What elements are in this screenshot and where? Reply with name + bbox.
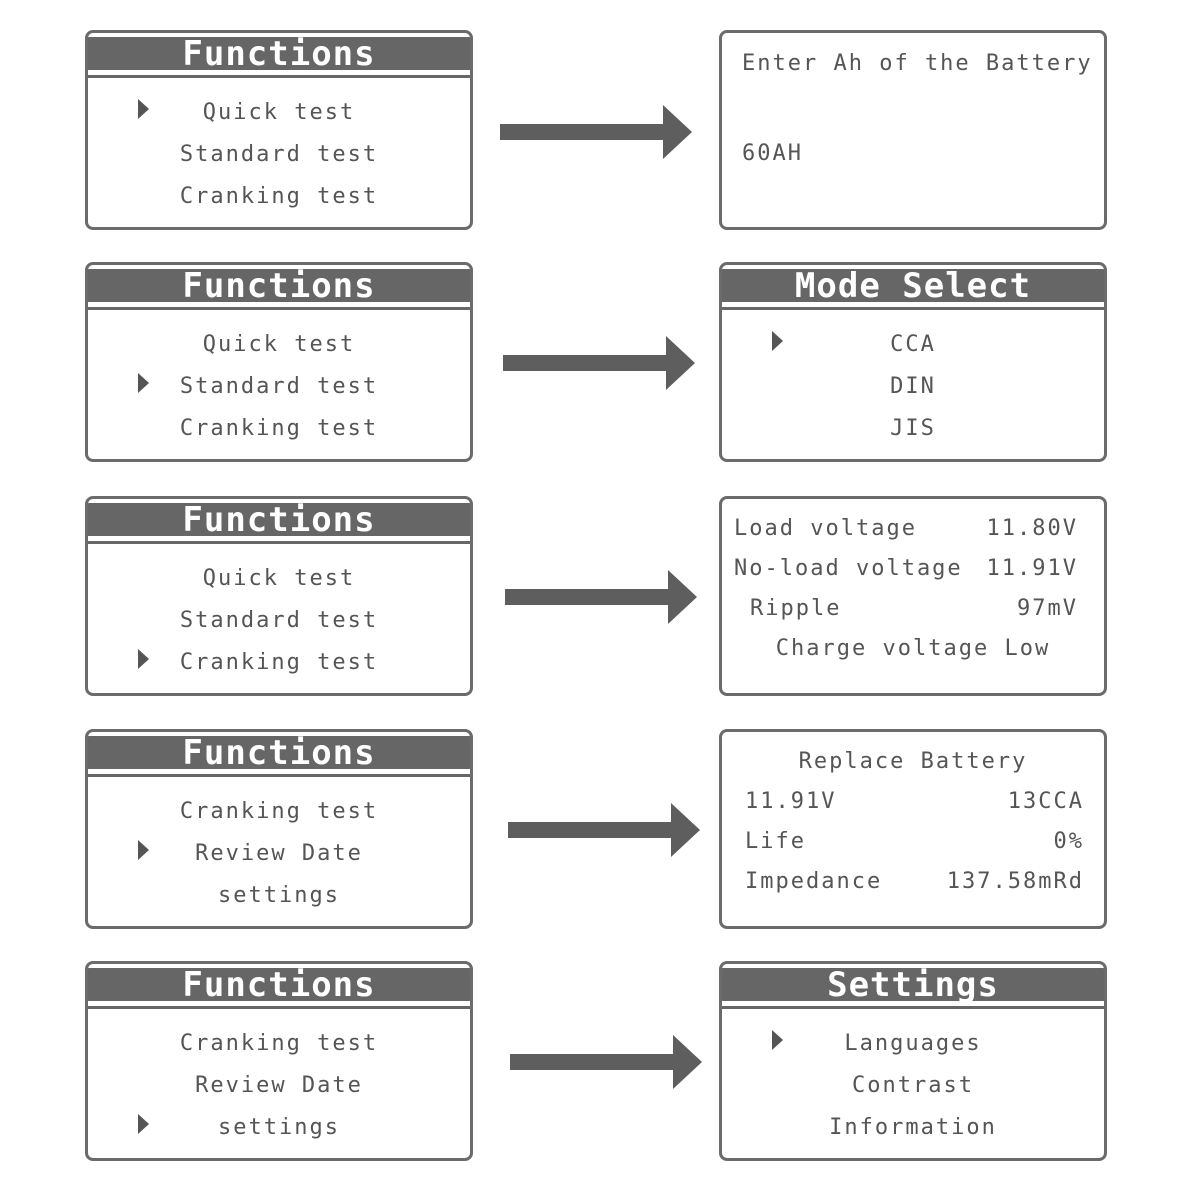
menu-item-standard-test[interactable]: Standard test xyxy=(179,608,379,633)
mode-option-jis[interactable]: JIS xyxy=(890,416,936,441)
arrow-right-icon xyxy=(505,570,697,624)
settings-item-languages[interactable]: Languages xyxy=(844,1031,982,1056)
selection-cursor-icon xyxy=(772,331,783,351)
impedance-label: Impedance xyxy=(745,869,883,894)
life-value: 0% xyxy=(1053,829,1084,854)
cca-result: 13CCA xyxy=(1007,789,1084,814)
functions-screen-5: Functions Cranking test Review Date sett… xyxy=(85,961,473,1161)
functions-screen-2: Functions Quick test Standard test Crank… xyxy=(85,262,473,462)
mode-select-screen: Mode Select CCA DIN JIS xyxy=(719,262,1107,462)
menu-item-cranking-test[interactable]: Cranking test xyxy=(179,799,379,824)
menu-item-settings[interactable]: settings xyxy=(218,883,340,908)
functions-screen-3: Functions Quick test Standard test Crank… xyxy=(85,496,473,696)
screen-title: Functions xyxy=(182,500,376,540)
screen-title: Functions xyxy=(182,34,376,74)
title-bar: Functions xyxy=(88,965,470,1006)
ah-prompt: Enter Ah of the Battery xyxy=(742,51,1093,76)
screen-title: Functions xyxy=(182,266,376,306)
no-load-voltage-label: No-load voltage xyxy=(734,556,963,581)
title-bar: Functions xyxy=(88,266,470,307)
menu-item-standard-test[interactable]: Standard test xyxy=(179,374,379,399)
arrow-right-icon xyxy=(510,1035,702,1089)
menu-item-quick-test[interactable]: Quick test xyxy=(202,332,356,357)
functions-screen-1: Functions Quick test Standard test Crank… xyxy=(85,30,473,230)
settings-item-information[interactable]: Information xyxy=(829,1115,997,1140)
result-heading: Replace Battery xyxy=(798,749,1028,774)
battery-result-screen: Replace Battery 11.91V 13CCA Life 0% Imp… xyxy=(719,729,1107,929)
load-voltage-label: Load voltage xyxy=(734,516,917,541)
battery-ah-input-screen: Enter Ah of the Battery 60AH xyxy=(719,30,1107,230)
selection-cursor-icon xyxy=(138,1114,149,1134)
settings-item-contrast[interactable]: Contrast xyxy=(852,1073,974,1098)
menu-item-cranking-test[interactable]: Cranking test xyxy=(179,1031,379,1056)
life-label: Life xyxy=(745,829,806,854)
load-voltage-value: 11.80V xyxy=(986,516,1078,541)
ah-value[interactable]: 60AH xyxy=(742,141,803,166)
ripple-value: 97mV xyxy=(1017,596,1078,621)
selection-cursor-icon xyxy=(772,1030,783,1050)
screen-title: Functions xyxy=(182,965,376,1005)
title-bar: Settings xyxy=(722,965,1104,1006)
menu-item-review-date[interactable]: Review Date xyxy=(195,841,363,866)
menu-item-quick-test[interactable]: Quick test xyxy=(202,100,356,125)
impedance-value: 137.58mRd xyxy=(946,869,1084,894)
screen-title: Settings xyxy=(827,965,999,1005)
title-bar: Functions xyxy=(88,500,470,541)
arrow-right-icon xyxy=(508,803,700,857)
screen-title: Mode Select xyxy=(794,266,1032,306)
menu-item-settings[interactable]: settings xyxy=(218,1115,340,1140)
title-bar: Functions xyxy=(88,733,470,774)
title-bar: Functions xyxy=(88,34,470,75)
voltage-readout-screen: Load voltage 11.80V No-load voltage 11.9… xyxy=(719,496,1107,696)
menu-item-cranking-test[interactable]: Cranking test xyxy=(179,184,379,209)
menu-item-cranking-test[interactable]: Cranking test xyxy=(179,650,379,675)
functions-screen-4: Functions Cranking test Review Date sett… xyxy=(85,729,473,929)
ripple-label: Ripple xyxy=(750,596,842,621)
mode-option-din[interactable]: DIN xyxy=(890,374,936,399)
settings-screen: Settings Languages Contrast Information xyxy=(719,961,1107,1161)
mode-option-cca[interactable]: CCA xyxy=(890,332,936,357)
menu-item-cranking-test[interactable]: Cranking test xyxy=(179,416,379,441)
menu-item-standard-test[interactable]: Standard test xyxy=(179,142,379,167)
selection-cursor-icon xyxy=(138,373,149,393)
selection-cursor-icon xyxy=(138,840,149,860)
no-load-voltage-value: 11.91V xyxy=(986,556,1078,581)
selection-cursor-icon xyxy=(138,99,149,119)
arrow-right-icon xyxy=(503,336,695,390)
arrow-right-icon xyxy=(500,105,692,159)
voltage-result: 11.91V xyxy=(745,789,837,814)
title-bar: Mode Select xyxy=(722,266,1104,307)
menu-item-quick-test[interactable]: Quick test xyxy=(202,566,356,591)
charge-voltage-status: Charge voltage Low xyxy=(775,636,1051,661)
screen-title: Functions xyxy=(182,733,376,773)
menu-item-review-date[interactable]: Review Date xyxy=(195,1073,363,1098)
selection-cursor-icon xyxy=(138,649,149,669)
